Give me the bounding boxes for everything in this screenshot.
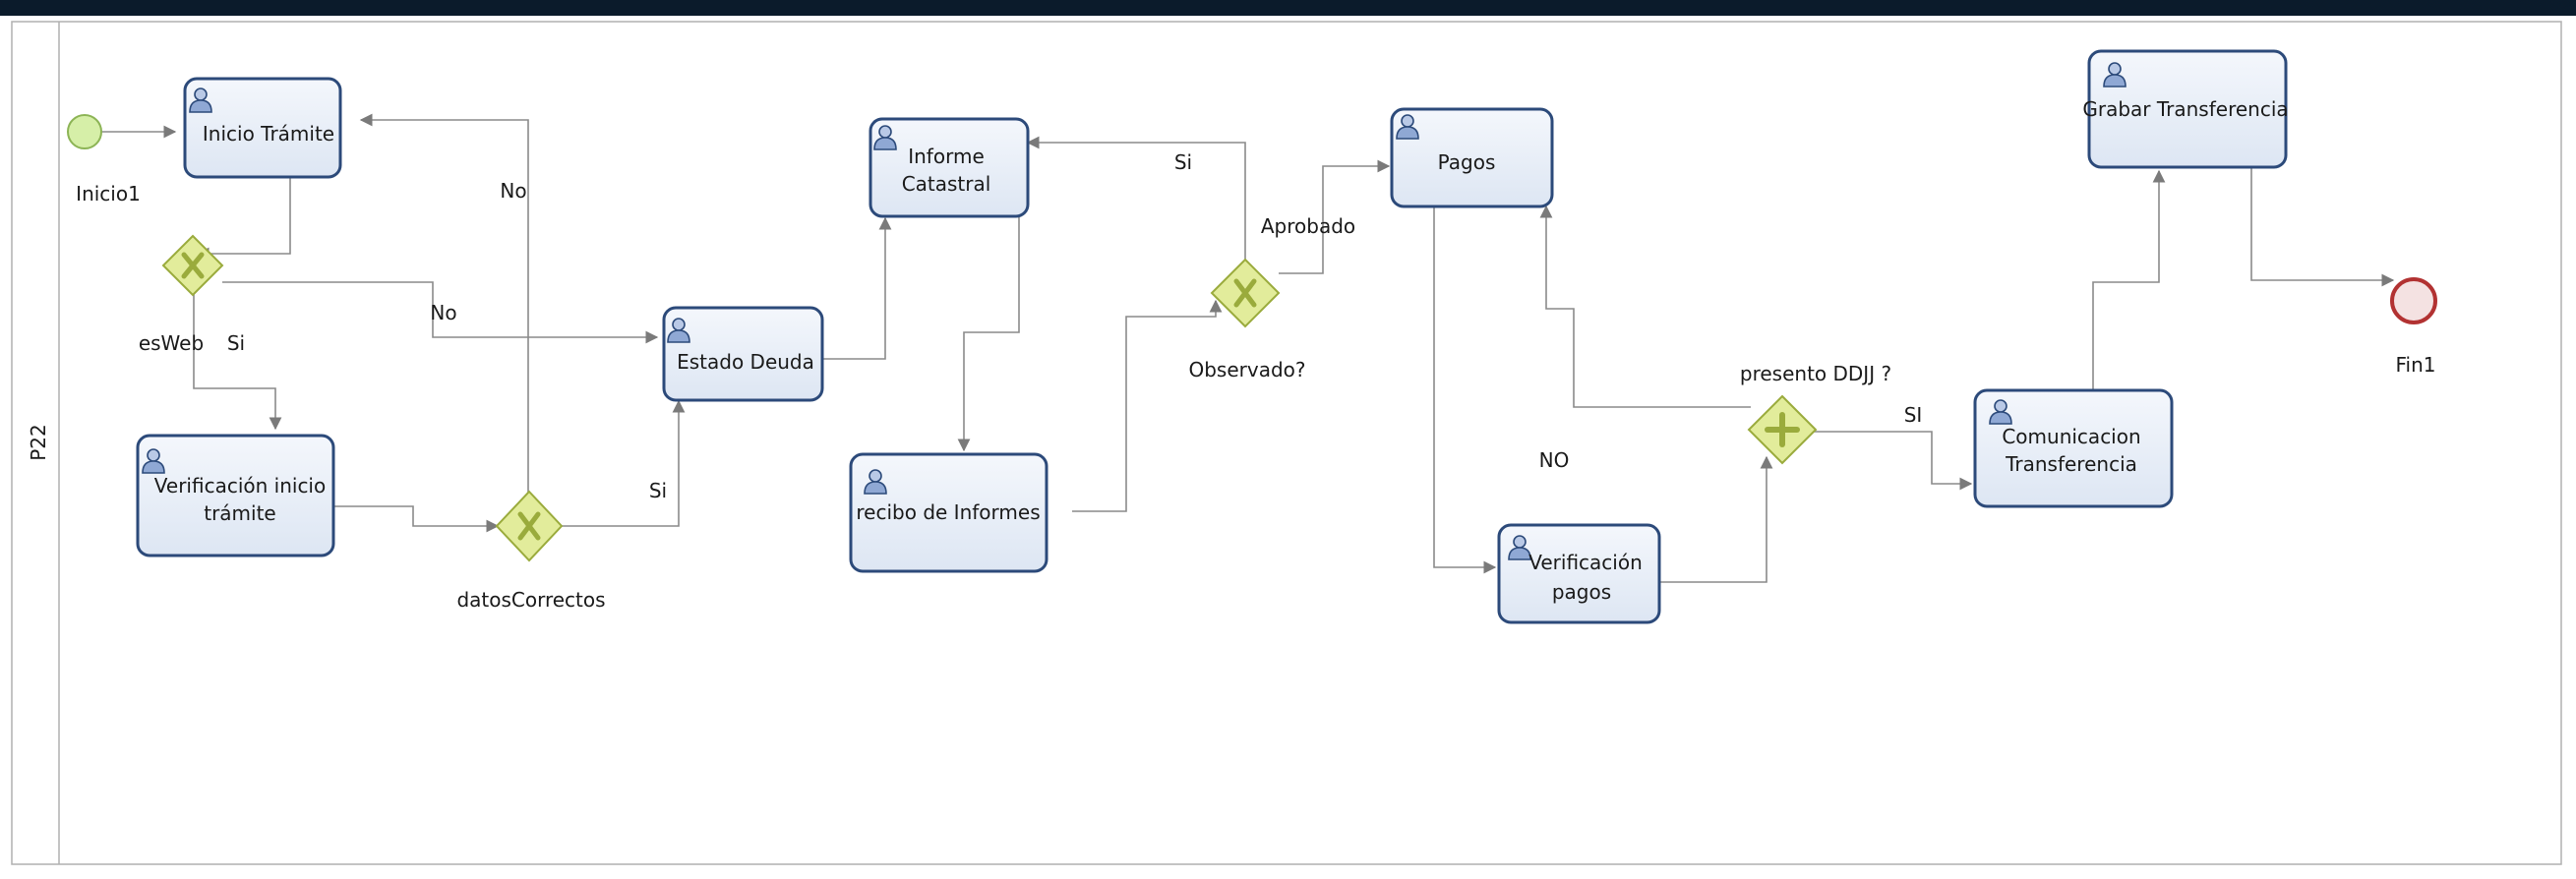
task-label: Estado Deuda bbox=[677, 350, 814, 374]
flow-label-esweb-no: No bbox=[430, 301, 456, 324]
flow-label-ddjj-no: NO bbox=[1539, 448, 1570, 472]
gateway-label: Observado? bbox=[1188, 358, 1305, 381]
flow-label-ddjj-si: SI bbox=[1904, 403, 1923, 427]
task-label-line1: Comunicacion bbox=[2002, 425, 2140, 448]
start-event-label: Inicio1 bbox=[76, 182, 141, 205]
task-informe-catastral[interactable]: Informe Catastral bbox=[869, 117, 1030, 218]
flow-datos-si[interactable] bbox=[561, 399, 686, 527]
flow-comunicacion-to-grabar[interactable] bbox=[2092, 169, 2166, 390]
flow-label-datos-no: No bbox=[500, 179, 526, 203]
flow-esweb-si[interactable] bbox=[193, 285, 282, 431]
task-inicio-tramite[interactable]: Inicio Trámite bbox=[183, 77, 342, 179]
task-label-line2: trámite bbox=[204, 501, 276, 525]
task-label: Grabar Transferencia bbox=[2082, 97, 2288, 121]
pool-label: P22 bbox=[27, 424, 50, 461]
task-label-line2: Transferencia bbox=[2005, 452, 2137, 476]
flow-label-datos-si: Si bbox=[649, 479, 667, 502]
flow-ddjj-no[interactable] bbox=[1539, 205, 1751, 408]
task-verificacion-pagos[interactable]: Verificación pagos bbox=[1497, 523, 1661, 624]
flow-grabar-to-fin[interactable] bbox=[2250, 167, 2395, 287]
end-event[interactable]: Fin1 bbox=[2390, 277, 2437, 377]
plus-icon bbox=[1765, 412, 1800, 447]
sequence-flows bbox=[100, 113, 2395, 583]
flow-observado-aprobado[interactable] bbox=[1279, 159, 1391, 274]
task-label-line1: Verificación inicio bbox=[154, 474, 326, 498]
window-top-bar bbox=[0, 0, 2576, 16]
end-event-label: Fin1 bbox=[2395, 353, 2435, 377]
gateway-presento-ddjj[interactable]: presento DDJJ ? bbox=[1740, 362, 1891, 465]
gateway-observado[interactable]: Observado? bbox=[1188, 258, 1306, 381]
task-estado-deuda[interactable]: Estado Deuda bbox=[662, 306, 824, 402]
flow-observado-si[interactable] bbox=[1026, 136, 1246, 263]
flow-label-observado-si: Si bbox=[1174, 150, 1192, 174]
flow-label-observado-aprobado: Aprobado bbox=[1261, 214, 1355, 238]
flow-verif-to-datos[interactable] bbox=[333, 505, 500, 533]
flow-estado-to-informe[interactable] bbox=[822, 216, 892, 360]
gateway-label: datosCorrectos bbox=[456, 588, 605, 612]
flow-recibo-to-observado[interactable] bbox=[1072, 299, 1223, 512]
x-icon bbox=[181, 252, 205, 279]
gateway-datos-correctos[interactable]: datosCorrectos bbox=[456, 490, 606, 612]
task-label-line2: pagos bbox=[1552, 580, 1611, 604]
task-grabar-transferencia[interactable]: Grabar Transferencia bbox=[2082, 49, 2289, 169]
flow-pagos-to-verif[interactable] bbox=[1433, 206, 1497, 574]
flow-informe-to-recibo[interactable] bbox=[957, 216, 1020, 452]
start-event[interactable]: Inicio1 bbox=[67, 114, 141, 205]
task-comunicacion-transferencia[interactable]: Comunicacion Transferencia bbox=[1973, 388, 2174, 508]
gateway-label: presento DDJJ ? bbox=[1740, 362, 1891, 385]
gateway-label: esWeb bbox=[139, 331, 204, 355]
flow-labels: Si No No Si Si Aprobado NO SI bbox=[227, 150, 1922, 502]
flow-esweb-no[interactable] bbox=[222, 281, 659, 344]
task-pagos[interactable]: Pagos bbox=[1390, 107, 1554, 208]
task-label-line2: Catastral bbox=[902, 172, 991, 196]
task-verificacion-inicio-tramite[interactable]: Verificación inicio trámite bbox=[136, 434, 335, 557]
task-label-line1: Verificación bbox=[1528, 551, 1643, 574]
gateway-esweb[interactable]: esWeb bbox=[139, 234, 224, 355]
flow-datos-no[interactable] bbox=[359, 113, 529, 496]
flow-label-esweb-si: Si bbox=[227, 331, 245, 355]
task-label: Inicio Trámite bbox=[203, 122, 334, 146]
x-icon bbox=[1233, 278, 1257, 308]
flow-inicio-to-esweb[interactable] bbox=[196, 177, 291, 261]
task-label: Pagos bbox=[1438, 150, 1496, 174]
task-label: recibo de Informes bbox=[856, 500, 1040, 524]
x-icon bbox=[517, 511, 541, 541]
flow-verif-to-ddjj[interactable] bbox=[1659, 455, 1773, 583]
flow-ddjj-si[interactable] bbox=[1813, 431, 1973, 491]
task-recibo-de-informes[interactable]: recibo de Informes bbox=[849, 452, 1048, 573]
task-label-line1: Informe bbox=[908, 145, 985, 168]
